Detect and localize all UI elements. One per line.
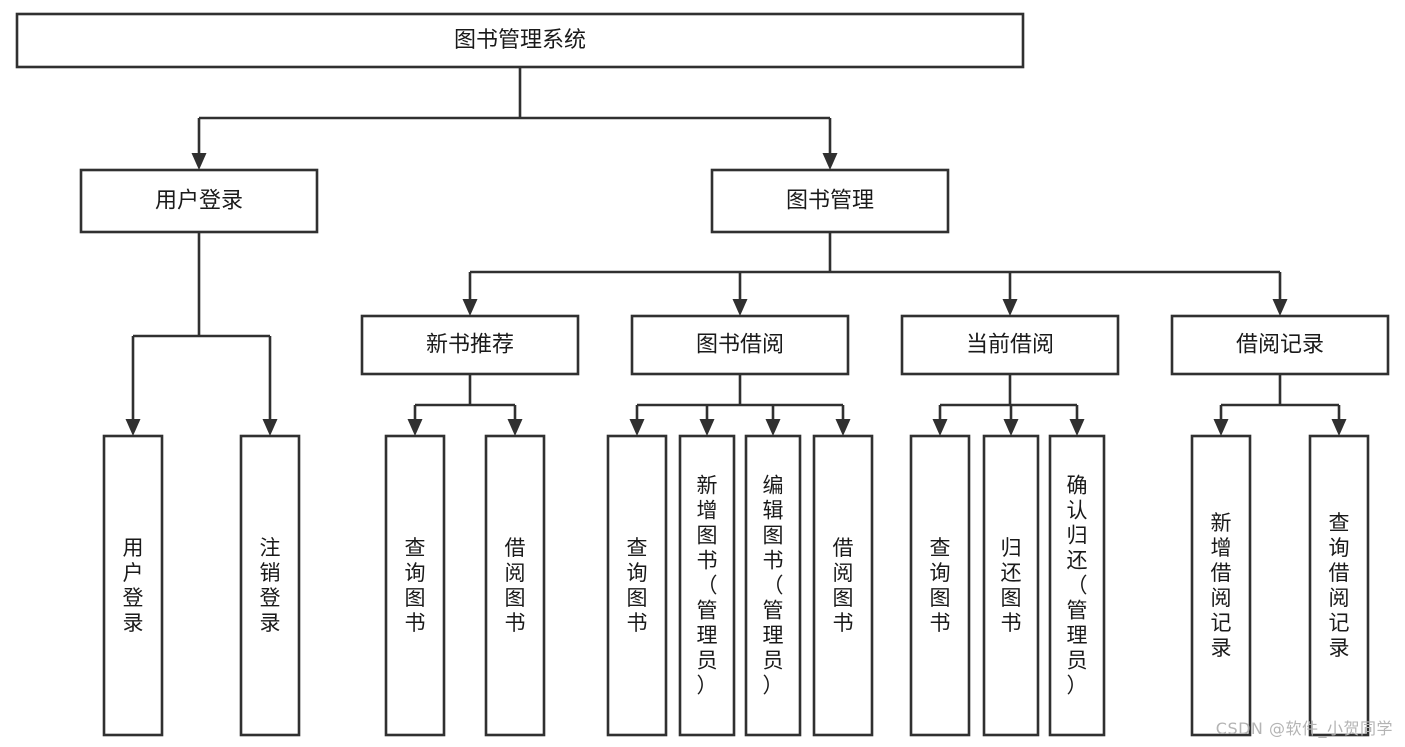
node-label-leaf-query-book-recommend: 查询图书 xyxy=(405,536,426,635)
node-box-leaf-query-borrow-record xyxy=(1308,434,1370,737)
node-borrow-record[interactable]: 借阅记录 xyxy=(1170,314,1390,376)
node-label-leaf-logout: 注销登录 xyxy=(260,536,281,635)
arrow-head-icon xyxy=(629,419,645,436)
node-leaf-logout[interactable]: 注销登录 xyxy=(239,434,301,737)
node-leaf-return-book[interactable]: 归还图书 xyxy=(982,434,1040,737)
node-root[interactable]: 图书管理系统 xyxy=(15,12,1025,69)
nodes-layer: 图书管理系统用户登录图书管理新书推荐图书借阅当前借阅借阅记录用户登录注销登录查询… xyxy=(15,12,1390,737)
node-box-user-login xyxy=(79,168,319,234)
node-label-leaf-borrow-book-recommend: 借阅图书 xyxy=(505,536,526,635)
node-box-borrow-record xyxy=(1170,314,1390,376)
node-box-book-borrow xyxy=(630,314,850,376)
node-box-leaf-add-book xyxy=(678,434,736,737)
node-box-leaf-borrow-book xyxy=(812,434,874,737)
conn-bookmanage-to-level3 xyxy=(462,232,1288,316)
node-box-leaf-logout xyxy=(239,434,301,737)
node-box-leaf-return-book xyxy=(982,434,1040,737)
node-leaf-borrow-book-recommend[interactable]: 借阅图书 xyxy=(484,434,546,737)
node-label-book-manage: 图书管理 xyxy=(786,189,874,214)
node-label-borrow-record: 借阅记录 xyxy=(1236,333,1324,358)
node-label-leaf-confirm-return: 确认归还（管理员） xyxy=(1067,474,1088,698)
node-leaf-query-book-current[interactable]: 查询图书 xyxy=(909,434,971,737)
node-box-current-borrow xyxy=(900,314,1120,376)
arrow-head-icon xyxy=(765,419,781,436)
arrow-head-icon xyxy=(407,419,423,436)
node-label-leaf-query-book-borrow: 查询图书 xyxy=(627,536,648,635)
arrow-head-icon xyxy=(1272,299,1288,316)
csdn-watermark: CSDN @软件_小贺同学 xyxy=(1215,719,1393,738)
arrow-head-icon xyxy=(822,153,838,170)
node-leaf-query-book-recommend[interactable]: 查询图书 xyxy=(384,434,446,737)
node-new-book-recommend[interactable]: 新书推荐 xyxy=(360,314,580,376)
node-leaf-query-book-borrow[interactable]: 查询图书 xyxy=(606,434,668,737)
node-leaf-user-login[interactable]: 用户登录 xyxy=(102,434,164,737)
node-label-new-book-recommend: 新书推荐 xyxy=(426,333,514,358)
node-book-manage[interactable]: 图书管理 xyxy=(710,168,950,234)
node-label-leaf-query-borrow-record: 查询借阅记录 xyxy=(1329,511,1350,660)
node-label-leaf-return-book: 归还图书 xyxy=(1001,536,1022,635)
arrow-head-icon xyxy=(732,299,748,316)
node-label-leaf-query-book-current: 查询图书 xyxy=(930,536,951,635)
node-box-root xyxy=(15,12,1025,69)
node-box-book-manage xyxy=(710,168,950,234)
node-leaf-edit-book[interactable]: 编辑图书（管理员） xyxy=(744,434,802,737)
node-label-leaf-add-book: 新增图书（管理员） xyxy=(697,474,718,698)
node-label-user-login: 用户登录 xyxy=(155,189,243,214)
node-box-leaf-edit-book xyxy=(744,434,802,737)
node-leaf-borrow-book[interactable]: 借阅图书 xyxy=(812,434,874,737)
arrow-head-icon xyxy=(1002,299,1018,316)
node-leaf-query-borrow-record[interactable]: 查询借阅记录 xyxy=(1308,434,1370,737)
node-leaf-confirm-return[interactable]: 确认归还（管理员） xyxy=(1048,434,1106,737)
node-label-leaf-borrow-book: 借阅图书 xyxy=(833,536,854,635)
node-box-leaf-confirm-return xyxy=(1048,434,1106,737)
node-label-leaf-add-borrow-record: 新增借阅记录 xyxy=(1211,511,1232,660)
node-label-leaf-user-login: 用户登录 xyxy=(123,536,144,635)
node-leaf-add-borrow-record[interactable]: 新增借阅记录 xyxy=(1190,434,1252,737)
arrow-head-icon xyxy=(1331,419,1347,436)
node-label-root: 图书管理系统 xyxy=(454,28,586,53)
arrow-head-icon xyxy=(125,419,141,436)
node-label-leaf-edit-book: 编辑图书（管理员） xyxy=(763,474,784,698)
node-box-leaf-add-borrow-record xyxy=(1190,434,1252,737)
node-leaf-add-book[interactable]: 新增图书（管理员） xyxy=(678,434,736,737)
conn-recommend-to-leaves xyxy=(407,374,523,436)
arrow-head-icon xyxy=(262,419,278,436)
node-user-login[interactable]: 用户登录 xyxy=(79,168,319,234)
arrow-head-icon xyxy=(932,419,948,436)
arrow-head-icon xyxy=(1069,419,1085,436)
node-box-leaf-query-book-current xyxy=(909,434,971,737)
arrow-head-icon xyxy=(507,419,523,436)
node-box-leaf-borrow-book-recommend xyxy=(484,434,546,737)
node-box-leaf-query-book-borrow xyxy=(606,434,668,737)
node-label-book-borrow: 图书借阅 xyxy=(696,333,784,358)
conn-current-to-leaves xyxy=(932,374,1085,436)
connectors-layer xyxy=(125,67,1347,436)
arrow-head-icon xyxy=(191,153,207,170)
node-current-borrow[interactable]: 当前借阅 xyxy=(900,314,1120,376)
node-label-current-borrow: 当前借阅 xyxy=(966,333,1054,358)
node-book-borrow[interactable]: 图书借阅 xyxy=(630,314,850,376)
arrow-head-icon xyxy=(1213,419,1229,436)
arrow-head-icon xyxy=(699,419,715,436)
conn-record-to-leaves xyxy=(1213,374,1347,436)
arrow-head-icon xyxy=(835,419,851,436)
node-box-leaf-user-login xyxy=(102,434,164,737)
arrow-head-icon xyxy=(462,299,478,316)
node-box-new-book-recommend xyxy=(360,314,580,376)
node-box-leaf-query-book-recommend xyxy=(384,434,446,737)
conn-borrow-to-leaves xyxy=(629,374,851,436)
conn-userlogin-to-leaves xyxy=(125,232,278,436)
arrow-head-icon xyxy=(1003,419,1019,436)
conn-root-to-level2 xyxy=(191,67,838,170)
